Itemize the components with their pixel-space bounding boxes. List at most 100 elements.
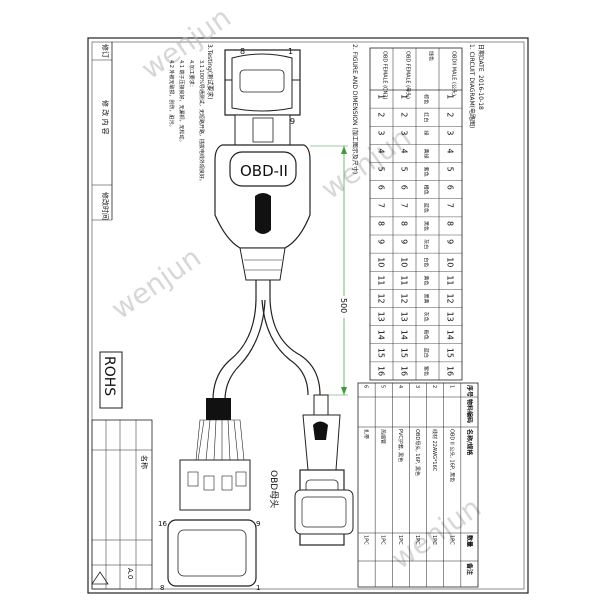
pin-number-cell: 3 bbox=[400, 130, 409, 135]
fpin-16-label: 16 bbox=[158, 520, 167, 528]
pin-number-cell: 2 bbox=[377, 112, 386, 117]
pin-number-cell: 16 bbox=[377, 366, 386, 376]
bom-header: 数量 bbox=[465, 535, 473, 547]
obd-female-label: OBD母头 bbox=[268, 470, 279, 508]
watermark: wenjun bbox=[135, 1, 237, 86]
rohs-mark: ROHS bbox=[101, 356, 117, 396]
pin-number-cell: 15 bbox=[377, 348, 386, 358]
pin-9-label: 9 bbox=[290, 117, 295, 126]
pin-number-cell: 16 bbox=[400, 366, 409, 376]
bom-cell: OBD II 公头, 16P, 黑色 bbox=[448, 429, 455, 482]
pin-number-cell: 10 bbox=[377, 257, 386, 267]
cable bbox=[212, 280, 321, 401]
pin-number-cell: 3 bbox=[377, 130, 386, 135]
pin-table-row-header: OBD FEMALE (母头) bbox=[405, 51, 412, 99]
obd-female-face: 16 9 8 1 bbox=[158, 519, 260, 592]
wire-color-cell: 黑色 bbox=[423, 221, 430, 231]
bom-cell: 1PC bbox=[431, 535, 437, 545]
length-dimension: 500 bbox=[310, 145, 350, 396]
date-label: 日期DATE bbox=[477, 44, 485, 72]
bom-header: 物料编码 bbox=[465, 399, 473, 423]
pin-number-cell: 1 bbox=[377, 94, 386, 99]
note-3: 4.1 端子压接良好，无漏铜，无松动。 bbox=[178, 60, 185, 145]
note-2: 4.加工要求： bbox=[188, 60, 195, 90]
pin-number-cell: 1 bbox=[400, 94, 409, 99]
pin-number-cell: 12 bbox=[400, 293, 409, 303]
bom-header: 名称/规格 bbox=[465, 429, 473, 456]
fpin-1-label: 1 bbox=[256, 584, 260, 592]
bom-header: 序号 bbox=[465, 384, 473, 397]
bom-cell: 1 bbox=[448, 385, 454, 388]
title-name-label: 名称 bbox=[140, 455, 149, 469]
pin-number-cell: 11 bbox=[377, 275, 386, 285]
bom-cell: 5 bbox=[380, 385, 386, 388]
wire-color-cell: 绿 bbox=[423, 130, 430, 135]
version-label: A.0 bbox=[126, 568, 134, 579]
pin-number-cell: 12 bbox=[377, 293, 386, 303]
obd-ii-label: OBD-II bbox=[240, 162, 288, 180]
pin-number-cell: 11 bbox=[400, 275, 409, 285]
wire-color-cell: 黄绿 bbox=[423, 148, 430, 158]
bom-cell: 线材 22AWG*16C bbox=[431, 429, 438, 472]
pin-number-cell: 7 bbox=[377, 203, 386, 208]
bom-cell: 6 bbox=[363, 385, 369, 388]
pin-number-cell: 1 bbox=[446, 94, 455, 99]
fpin-9-label: 9 bbox=[256, 520, 260, 528]
pin-number-cell: 8 bbox=[400, 221, 409, 226]
rev-date: 修改时间 bbox=[101, 192, 110, 220]
note-1: 3.1 100%导通测试，无短路开路，插拔电线外观良好。 bbox=[198, 60, 205, 184]
pin-number-cell: 4 bbox=[377, 148, 386, 153]
bom-cell: 1PC bbox=[448, 535, 454, 545]
pin-table: OBDII MALE (公头) 线色 OBD FEMALE (母头) OBD FEMA… bbox=[369, 47, 463, 381]
pin-number-cell: 15 bbox=[446, 348, 455, 358]
sheet-border bbox=[87, 37, 529, 594]
pin-number-cell: 8 bbox=[377, 221, 386, 226]
wire-color-cell: 橙色 bbox=[423, 185, 430, 195]
pin-number-cell: 6 bbox=[377, 185, 386, 190]
pin-number-cell: 14 bbox=[446, 330, 455, 340]
circuit-heading: 1. CIRCUIT DIAGRAM(电路图) bbox=[468, 44, 476, 128]
wire-color-cell: 黄色 bbox=[423, 275, 430, 285]
bom-cell: 1PC bbox=[414, 535, 420, 545]
pin-1-label: 1 bbox=[288, 47, 293, 56]
pin-number-cell: 4 bbox=[446, 148, 455, 153]
wire-color-cell: 红白 bbox=[423, 112, 430, 122]
pin-number-cell: 8 bbox=[446, 221, 455, 226]
pin-number-cell: 4 bbox=[400, 148, 409, 153]
pin-number-cell: 6 bbox=[446, 185, 455, 190]
bom-cell: 1PC bbox=[380, 535, 386, 545]
pin-number-cell: 13 bbox=[446, 312, 455, 322]
wire-color-cell: 棕色 bbox=[423, 94, 430, 104]
figure-heading: 2. FIGURE AND DIMENSION (加工图示及尺寸) bbox=[351, 44, 359, 174]
bom-header: 备注 bbox=[465, 562, 473, 575]
pin-table-row-header: 线色 bbox=[428, 51, 435, 61]
pin-number-cell: 13 bbox=[377, 312, 386, 322]
pin-table-row-header: OBDII MALE (公头) bbox=[451, 51, 458, 96]
wire-color-cell: 蓝白 bbox=[423, 348, 430, 358]
pin-number-cell: 11 bbox=[446, 275, 455, 285]
grip-icon bbox=[255, 193, 271, 234]
title-block: 名称 A.0 bbox=[91, 419, 153, 590]
pin-8-label: 8 bbox=[240, 47, 245, 56]
pin-number-cell: 5 bbox=[446, 167, 455, 172]
pin-number-cell: 13 bbox=[400, 312, 409, 322]
pin-number-cell: 16 bbox=[446, 366, 455, 376]
bom-cell: 热缩管 bbox=[380, 429, 387, 444]
pin-number-cell: 7 bbox=[400, 203, 409, 208]
wire-color-cell: 黑黄 bbox=[423, 293, 430, 303]
pin-number-cell: 5 bbox=[400, 167, 409, 172]
pin-number-cell: 15 bbox=[400, 348, 409, 358]
pin-number-cell: 14 bbox=[377, 330, 386, 340]
bom-cell: 2 bbox=[431, 385, 437, 388]
pin-number-cell: 14 bbox=[400, 330, 409, 340]
rohs-box bbox=[99, 351, 123, 409]
pin-table-row-header: OBD FEMALE (CN3) bbox=[382, 51, 388, 99]
pin-number-cell: 6 bbox=[400, 185, 409, 190]
wire-color-cell: 灰白 bbox=[423, 239, 430, 249]
testing-heading: 3.Testing(测试要求) bbox=[206, 44, 214, 100]
pin-number-cell: 9 bbox=[446, 239, 455, 244]
pin-number-cell: 10 bbox=[446, 257, 455, 267]
pin-number-cell: 7 bbox=[446, 203, 455, 208]
wire-color-cell: 紫色 bbox=[423, 366, 430, 376]
